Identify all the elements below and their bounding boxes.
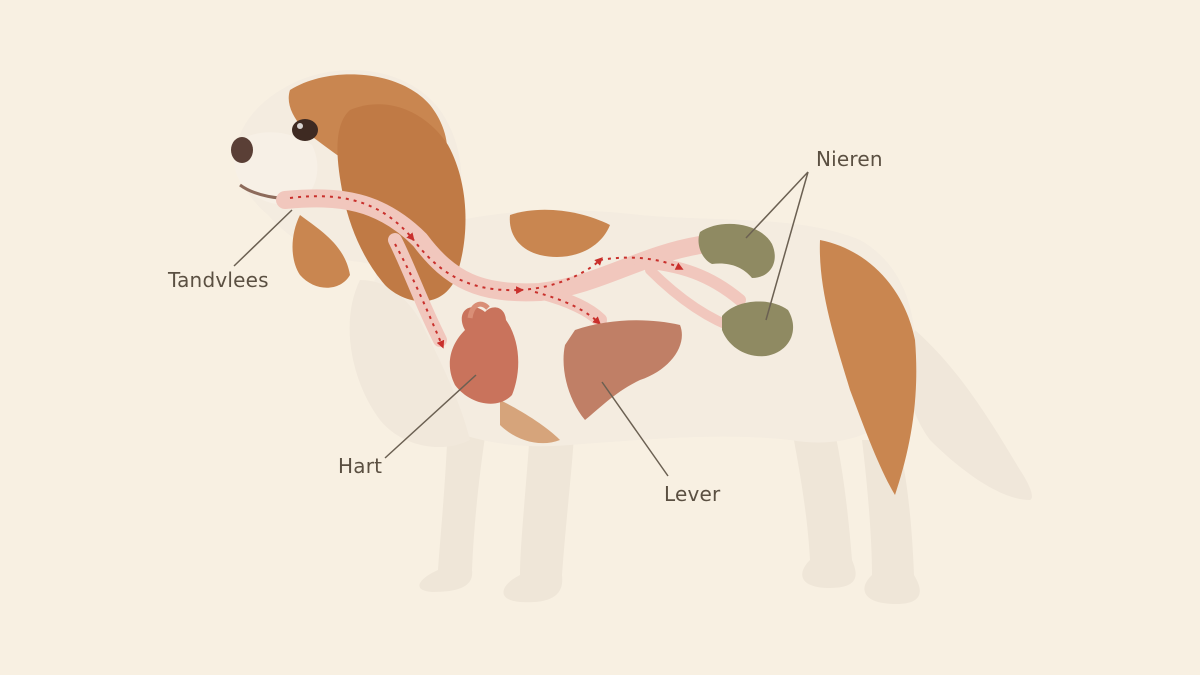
dog-ear-fringe bbox=[292, 215, 350, 288]
dog-muzzle bbox=[234, 132, 318, 205]
liver-organ bbox=[563, 320, 682, 420]
heart-organ bbox=[449, 301, 519, 404]
dog-tail bbox=[900, 330, 1032, 500]
leader-lines bbox=[233, 171, 809, 477]
label-heart: Hart bbox=[338, 454, 383, 478]
dog-coat-patches bbox=[500, 209, 917, 495]
dog-eye bbox=[292, 119, 318, 141]
dog-chest bbox=[349, 280, 470, 448]
label-kidneys: Nieren bbox=[816, 147, 883, 171]
kidney-organs bbox=[698, 223, 794, 357]
label-liver: Lever bbox=[664, 482, 721, 506]
label-gums: Tandvlees bbox=[168, 268, 269, 292]
bacteria-flow-arrows bbox=[289, 195, 684, 349]
dog-nose bbox=[231, 137, 253, 163]
dog-legs bbox=[419, 420, 920, 604]
